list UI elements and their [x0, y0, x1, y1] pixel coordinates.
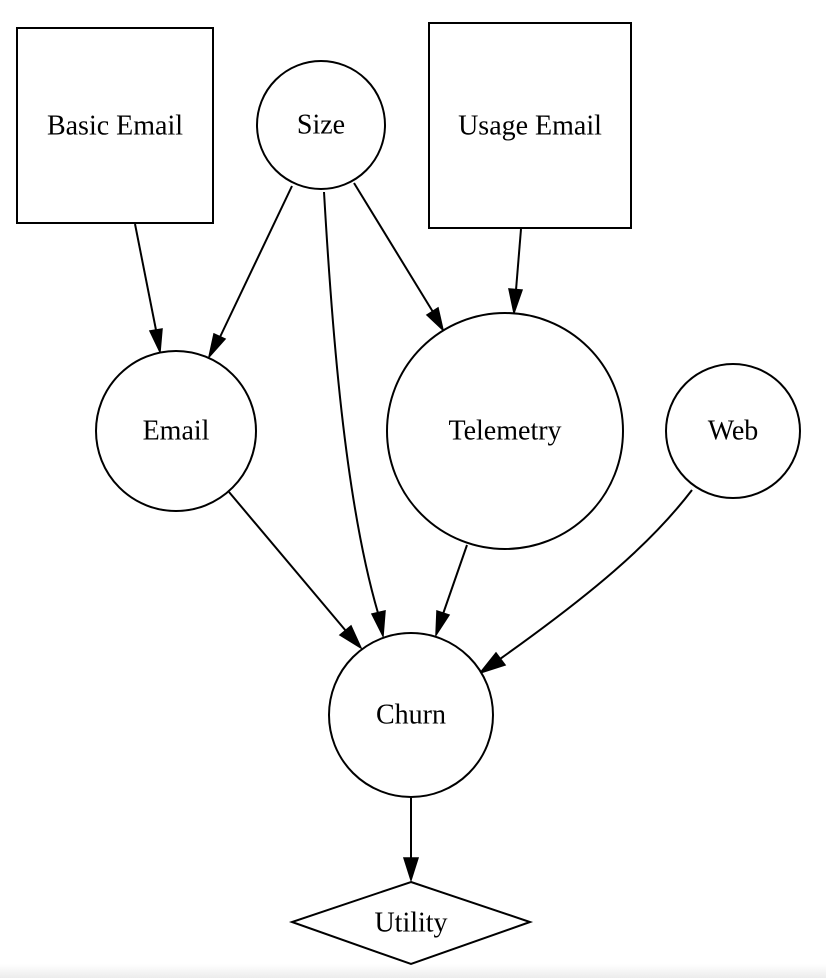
node-usage-email: Usage Email — [428, 22, 632, 229]
node-label-churn: Churn — [376, 700, 446, 731]
node-churn: Churn — [328, 632, 494, 798]
edge-web-to-churn — [477, 489, 693, 675]
node-utility: Utility — [288, 880, 534, 966]
edges — [134, 182, 693, 883]
node-telemetry: Telemetry — [386, 312, 624, 550]
node-label-basic-email: Basic Email — [47, 111, 183, 142]
node-email: Email — [95, 350, 257, 512]
nodes: Basic Email Size Usage Email Email Telem… — [16, 22, 801, 966]
node-label-web: Web — [708, 416, 759, 447]
edge-size-to-telemetry — [353, 182, 445, 333]
node-label-usage-email: Usage Email — [458, 111, 602, 142]
edge-usage-email-to-telemetry — [508, 228, 524, 316]
node-label-size: Size — [297, 110, 345, 141]
node-basic-email: Basic Email — [16, 27, 214, 224]
edge-size-to-email — [207, 185, 293, 360]
edge-size-to-churn — [323, 191, 386, 639]
edge-churn-to-utility — [402, 798, 420, 883]
edge-basic-email-to-email — [134, 223, 163, 355]
bottom-edge-shadow — [0, 964, 826, 978]
node-web: Web — [665, 363, 801, 499]
edge-email-to-churn — [228, 491, 363, 650]
node-label-telemetry: Telemetry — [448, 416, 561, 447]
node-size: Size — [256, 60, 386, 190]
node-label-utility: Utility — [374, 908, 447, 939]
edge-telemetry-to-churn — [435, 544, 468, 638]
node-label-email: Email — [143, 416, 210, 447]
